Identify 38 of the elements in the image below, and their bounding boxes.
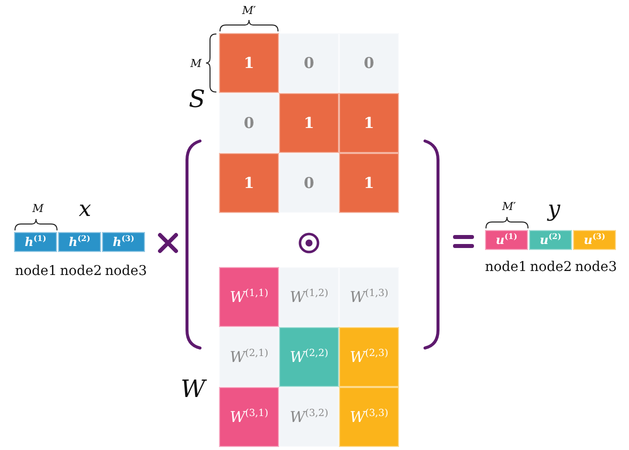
vector-entry: u$^{(3)}$ — [573, 230, 616, 250]
weight-cell: W$^{(3,3)}$ — [339, 387, 399, 447]
vector-entry: u$^{(1)}$ — [485, 230, 528, 250]
weight-cell: W$^{(3,2)}$ — [279, 387, 339, 447]
vector-label: x — [78, 196, 92, 222]
matrix-label: W — [180, 374, 208, 404]
vector-entry: h$^{(3)}$ — [102, 232, 145, 252]
weight-cell: W$^{(2,1)}$ — [219, 327, 279, 387]
matrix-cell: 1 — [219, 153, 279, 213]
vector-entry: h$^{(1)}$ — [14, 232, 57, 252]
matrix-cell: 1 — [219, 33, 279, 93]
node-name: node2 — [58, 262, 104, 280]
matrix-cell: 1 — [339, 93, 399, 153]
node-name: node1 — [14, 262, 58, 280]
weight-cell: W$^{(2,3)}$ — [339, 327, 399, 387]
matrix-cell: 0 — [279, 153, 339, 213]
vector-entry: h$^{(2)}$ — [58, 232, 101, 252]
vector-label: y — [546, 196, 562, 222]
matrix-cell: 1 — [279, 93, 339, 153]
weight-cell: W$^{(1,3)}$ — [339, 267, 399, 327]
matrix-label: S — [188, 84, 206, 114]
node-name: node3 — [574, 258, 618, 276]
dimension-label: M′ — [501, 198, 517, 214]
node-name: node3 — [104, 262, 148, 280]
vector-entry: u$^{(2)}$ — [529, 230, 572, 250]
matrix-cell: 0 — [219, 93, 279, 153]
weight-cell: W$^{(1,1)}$ — [219, 267, 279, 327]
dimension-label: M — [189, 56, 203, 72]
weight-cell: W$^{(1,2)}$ — [279, 267, 339, 327]
dimension-label: M — [31, 200, 45, 216]
node-name: node1 — [484, 258, 528, 276]
weight-cell: W$^{(3,1)}$ — [219, 387, 279, 447]
node-name: node2 — [528, 258, 574, 276]
matrix-cell: 0 — [339, 33, 399, 93]
dimension-label: M′ — [241, 2, 257, 18]
matrix-cell: 1 — [339, 153, 399, 213]
weight-cell: W$^{(2,2)}$ — [279, 327, 339, 387]
matrix-cell: 0 — [279, 33, 339, 93]
